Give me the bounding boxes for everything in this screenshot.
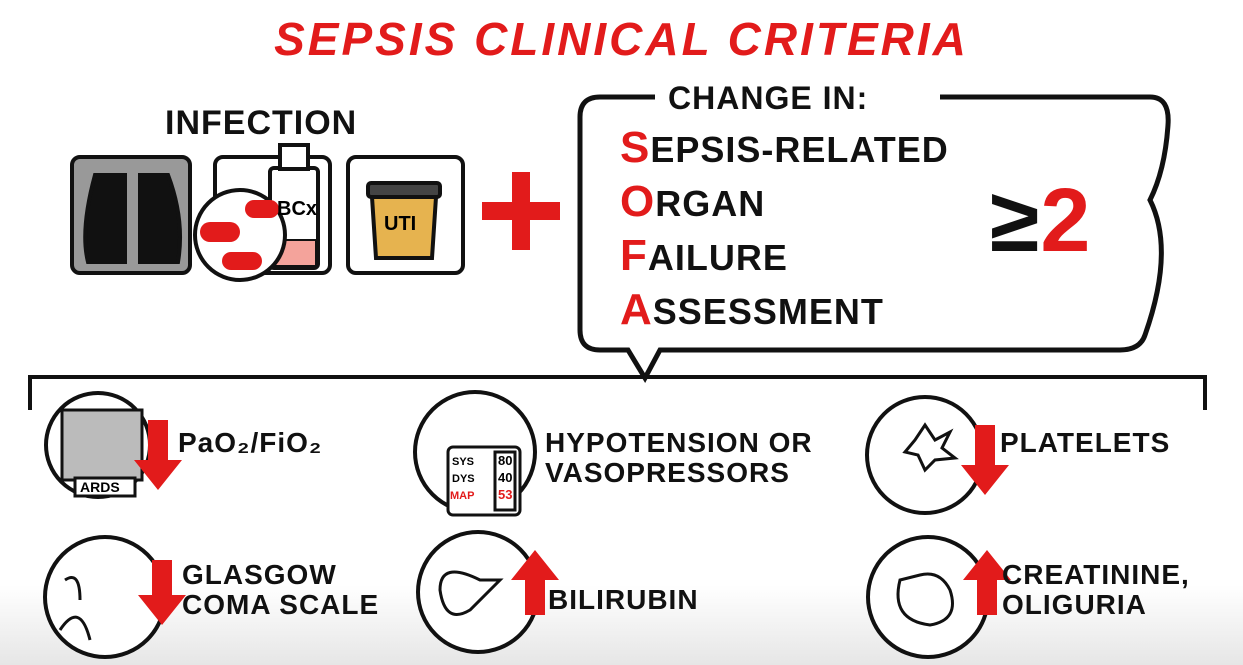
page-title: SEPSIS CLINICAL CRITERIA: [274, 13, 969, 65]
plus-icon: [482, 172, 560, 250]
svg-text:SYS DYS MAP 80: SYS DYS MAP 80 40 53: [450, 453, 516, 502]
map-value: 53: [498, 487, 512, 502]
criterion-creatinine: CREATININE,OLIGURIA: [1002, 559, 1190, 620]
sofa-row: ORGAN: [620, 177, 766, 226]
sofa-acronym: SEPSIS-RELATED ORGAN FAILURE ASSESSMENT: [620, 122, 949, 338]
bracket-line: [28, 375, 1207, 410]
criterion-pao2-fio2: PaO₂/FiO₂: [178, 427, 323, 458]
arrow-down-icon: [134, 420, 182, 490]
change-in-header: CHANGE IN:: [668, 80, 869, 116]
sofa-row: SEPSIS-RELATED: [620, 123, 949, 172]
arrow-down-icon: [961, 425, 1009, 495]
arrows: [134, 420, 1011, 625]
sofa-threshold: ≥2: [990, 171, 1092, 271]
sofa-row: ASSESSMENT: [620, 285, 884, 334]
dys-label: DYS: [452, 473, 475, 485]
speech-bubble: [577, 94, 1171, 384]
sys-label: SYS: [452, 456, 474, 468]
infection-label: INFECTION: [165, 104, 358, 142]
sys-value: 80: [498, 453, 512, 468]
arrow-up-icon: [963, 550, 1011, 615]
ards-label: ARDS: [80, 479, 120, 495]
dys-value: 40: [498, 470, 512, 485]
criterion-platelets: PLATELETS: [1000, 427, 1171, 458]
chest-xray-icon: [70, 155, 192, 275]
criterion-bilirubin: BILIRUBIN: [548, 584, 699, 615]
bcx-label: BCx: [277, 198, 317, 220]
arrow-down-icon: [138, 560, 186, 625]
uti-label: UTI: [384, 213, 416, 235]
arrow-up-icon: [511, 550, 559, 615]
sofa-row: FAILURE: [620, 231, 788, 280]
blood-culture-icon: [193, 143, 332, 282]
urine-cup-icon: [346, 155, 465, 275]
map-label: MAP: [450, 490, 474, 502]
